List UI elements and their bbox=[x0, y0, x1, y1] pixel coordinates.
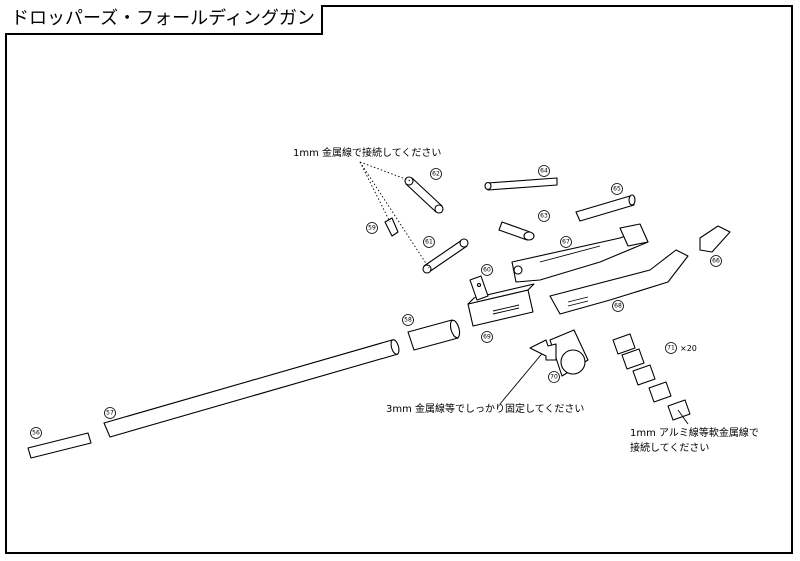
badge-64: 64 bbox=[538, 165, 550, 177]
part-69-block bbox=[467, 283, 535, 327]
part-67-main-body bbox=[511, 223, 649, 283]
badge-59: 59 bbox=[366, 222, 378, 234]
part-65-sight bbox=[575, 194, 636, 222]
part-60-bracket bbox=[469, 275, 489, 301]
svg-text:61: 61 bbox=[425, 239, 433, 246]
badge-65: 65 bbox=[611, 183, 623, 195]
page-title: ドロッパーズ・フォールディングガン bbox=[5, 5, 323, 35]
svg-text:56: 56 bbox=[32, 430, 40, 437]
leader-wire-1mm-b bbox=[359, 161, 412, 182]
note-soft-wire-line1: 1mm アルミ線等軟金属線で bbox=[630, 426, 759, 439]
svg-text:63: 63 bbox=[540, 213, 548, 220]
part-59-bracket bbox=[384, 217, 399, 237]
badge-68: 68 bbox=[612, 300, 624, 312]
part-62-arm bbox=[404, 176, 444, 214]
part-64-pin bbox=[484, 177, 558, 191]
badge-67: 67 bbox=[560, 236, 572, 248]
part-68-lower-body bbox=[549, 249, 689, 315]
svg-text:65: 65 bbox=[613, 186, 621, 193]
part-71-blocks bbox=[612, 333, 691, 421]
svg-text:57: 57 bbox=[106, 410, 114, 417]
quantity-label: ×20 bbox=[680, 344, 697, 353]
badge-57: 57 bbox=[104, 407, 116, 419]
svg-text:64: 64 bbox=[540, 168, 548, 175]
part-70-cap bbox=[549, 329, 589, 377]
part-57-barrel bbox=[103, 339, 400, 438]
badge-61: 61 bbox=[423, 236, 435, 248]
badge-60: 60 bbox=[481, 264, 493, 276]
svg-text:59: 59 bbox=[368, 225, 376, 232]
badge-63: 63 bbox=[538, 210, 550, 222]
badge-69: 69 bbox=[481, 331, 493, 343]
note-soft-wire-line2: 接続してください bbox=[630, 441, 709, 454]
insert-arrow bbox=[529, 339, 557, 361]
leader-soft-wire bbox=[677, 409, 689, 425]
svg-text:68: 68 bbox=[614, 303, 622, 310]
svg-text:70: 70 bbox=[550, 374, 558, 381]
svg-text:71: 71 bbox=[667, 345, 675, 352]
svg-text:67: 67 bbox=[562, 239, 570, 246]
svg-text:58: 58 bbox=[404, 317, 412, 324]
svg-text:62: 62 bbox=[432, 171, 440, 178]
part-66-tip bbox=[699, 225, 731, 253]
badge-58: 58 bbox=[402, 314, 414, 326]
badge-70: 70 bbox=[548, 371, 560, 383]
badge-56: 56 bbox=[30, 427, 42, 439]
svg-text:66: 66 bbox=[712, 258, 720, 265]
badge-62: 62 bbox=[430, 168, 442, 180]
svg-text:69: 69 bbox=[483, 334, 491, 341]
part-63-pin bbox=[498, 221, 535, 241]
leader-wire-1mm-c bbox=[359, 161, 430, 269]
badge-66: 66 bbox=[710, 255, 722, 267]
part-56-rod bbox=[27, 432, 92, 459]
leader-wire-3mm bbox=[499, 349, 546, 405]
svg-text:60: 60 bbox=[483, 267, 491, 274]
note-wire-1mm: 1mm 金属線で接続してください bbox=[293, 146, 441, 159]
note-wire-3mm: 3mm 金属線等でしっかり固定してください bbox=[386, 402, 584, 415]
badge-71: 71 bbox=[665, 342, 677, 354]
leader-wire-1mm-a bbox=[359, 161, 391, 223]
part-58-sleeve bbox=[407, 319, 461, 351]
